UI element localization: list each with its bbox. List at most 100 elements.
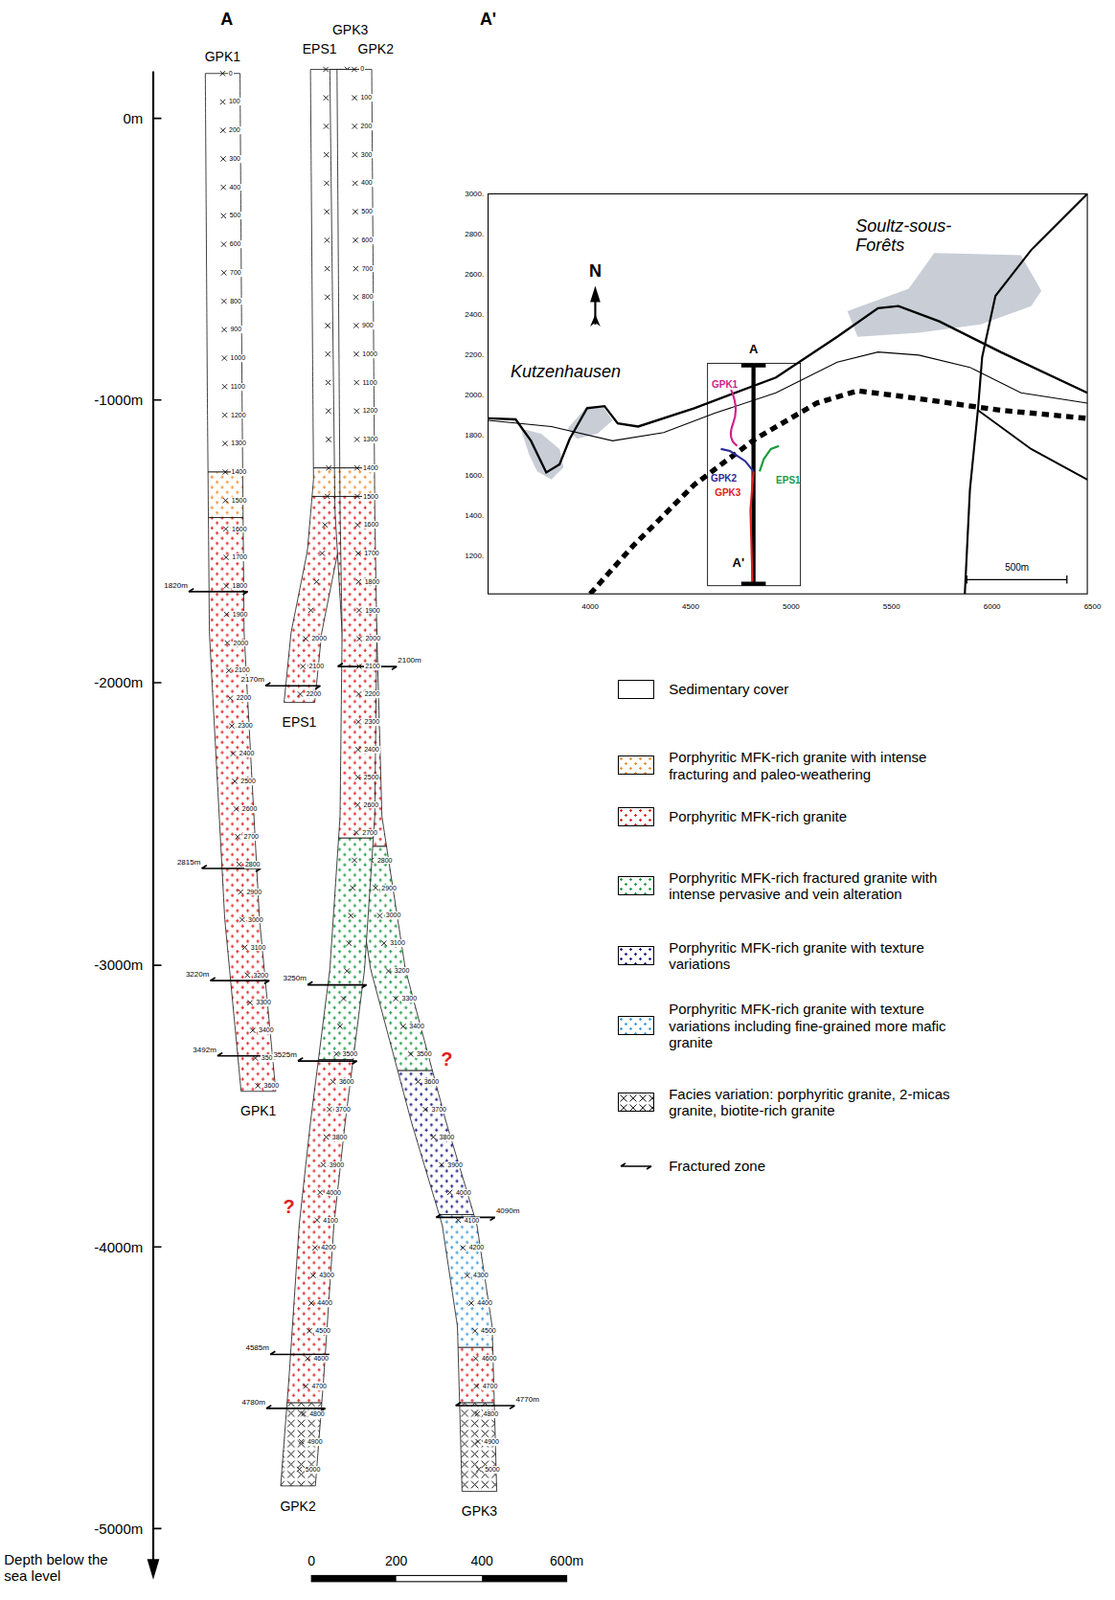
label: 5500 [883, 603, 901, 613]
label: 800 [361, 294, 375, 302]
label: 2500 [239, 777, 257, 786]
label: 400 [227, 183, 242, 192]
label: 1700 [230, 553, 249, 562]
label: 2800. [464, 229, 484, 239]
label: 2900 [245, 888, 263, 897]
label: 500 [228, 212, 243, 221]
label: 500 [360, 207, 374, 216]
label: 2000 [232, 639, 251, 648]
well-sections [188, 67, 515, 1493]
label: 4585m [244, 1344, 270, 1354]
label: 500m [1004, 561, 1029, 572]
label: 1200 [362, 408, 380, 416]
label: 3900 [328, 1161, 346, 1170]
label: 3900 [446, 1161, 464, 1170]
label: -4000m [93, 1239, 143, 1256]
well-trace [721, 449, 754, 472]
label: 1400 [362, 464, 380, 473]
legend-text: Porphyritic MFK-rich granite with intens… [668, 749, 985, 783]
label: 3400 [408, 1023, 426, 1031]
label: 4000 [455, 1189, 473, 1198]
label: 1200. [464, 551, 484, 561]
label: 1600 [363, 521, 381, 529]
section-scale-bar [311, 1575, 567, 1582]
legend-swatch [617, 755, 655, 775]
fractured-zone-mark [337, 663, 397, 670]
label: 6500 [1084, 603, 1102, 613]
swatch-sample [618, 947, 654, 965]
label: 4600 [312, 1355, 330, 1364]
label: 4300 [472, 1273, 490, 1281]
label: 1300 [229, 440, 248, 449]
legend-swatch [617, 1092, 655, 1113]
legend-text: Porphyritic MFK-rich granite with textur… [668, 938, 985, 973]
label: 1500 [230, 497, 249, 505]
label: 3800 [331, 1134, 349, 1142]
section-line [741, 365, 767, 585]
label: 3000. [464, 189, 484, 199]
label: 900 [361, 321, 375, 330]
label: 0 [307, 1554, 316, 1570]
well-column [204, 70, 276, 1093]
label: 2800 [376, 857, 394, 865]
label: 2400. [464, 310, 484, 319]
label: 2200 [305, 690, 323, 699]
legend-text: Porphyritic MFK-rich granite [668, 808, 985, 825]
location-map [488, 193, 1089, 594]
legend-swatch [617, 876, 655, 896]
label: EPS1 [775, 474, 801, 485]
label: Kutzenhausen [510, 363, 621, 383]
label: 2200 [364, 690, 382, 699]
label: 700 [228, 269, 243, 277]
label: 1200 [229, 411, 248, 420]
label: 3300 [401, 995, 419, 1003]
label: 0m [122, 110, 143, 127]
label: Depth below the sea level [3, 1552, 112, 1585]
label: 1100 [361, 379, 378, 387]
label: 400 [470, 1554, 493, 1570]
label: 2000 [310, 635, 328, 643]
swatch-sample [618, 1093, 654, 1112]
lithology-interval [208, 518, 276, 1093]
label: 2100 [364, 662, 382, 671]
label: 4780m [240, 1398, 266, 1408]
legend-text: Porphyritic MFK-rich granite with textur… [668, 1001, 985, 1051]
label: A' [732, 556, 745, 570]
label: 4700 [481, 1383, 500, 1391]
label: 3000 [385, 912, 403, 921]
label: 4100 [321, 1217, 340, 1226]
label: 1000 [361, 350, 379, 359]
label: GPK1 [711, 378, 738, 389]
label: 3100 [250, 944, 268, 953]
label: 300 [227, 155, 242, 163]
label: 2200 [235, 695, 253, 704]
lithology-interval [284, 496, 343, 703]
label: -3000m [93, 957, 143, 975]
label: GPK1 [204, 49, 241, 65]
label: 3600 [338, 1078, 356, 1087]
label: 2800 [244, 861, 262, 869]
label: Soultz-sous-Forêts [855, 217, 971, 256]
label: 600 [228, 240, 243, 249]
label: 800 [228, 297, 243, 306]
label: 2500 [363, 773, 381, 782]
label: 4770m [514, 1396, 540, 1406]
label: 2100 [308, 662, 326, 671]
label: 1500 [362, 493, 380, 501]
label: 2400 [238, 750, 256, 758]
label: 300 [360, 151, 374, 160]
legend-text: Sedimentary cover [668, 681, 985, 698]
label: 4500 [314, 1327, 332, 1336]
depth-tick [297, 67, 332, 698]
label: 3000 [247, 916, 265, 925]
label: 2100m [396, 656, 422, 665]
label: 2400 [363, 746, 381, 754]
label: 3492m [191, 1046, 217, 1055]
label: 1800. [464, 431, 484, 440]
label: 3600 [423, 1078, 441, 1087]
label: 4400 [316, 1299, 334, 1308]
label: 4090m [495, 1207, 521, 1217]
swatch-sample [618, 808, 654, 826]
label: 6000 [983, 603, 1002, 613]
depth-tick [220, 70, 261, 1090]
